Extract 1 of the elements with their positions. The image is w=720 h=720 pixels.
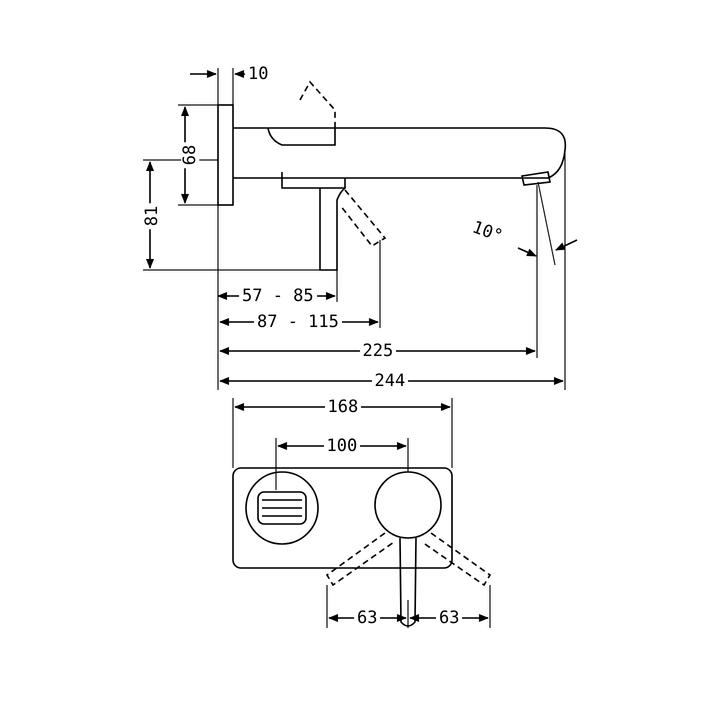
dimension-label: 68 <box>181 142 200 168</box>
